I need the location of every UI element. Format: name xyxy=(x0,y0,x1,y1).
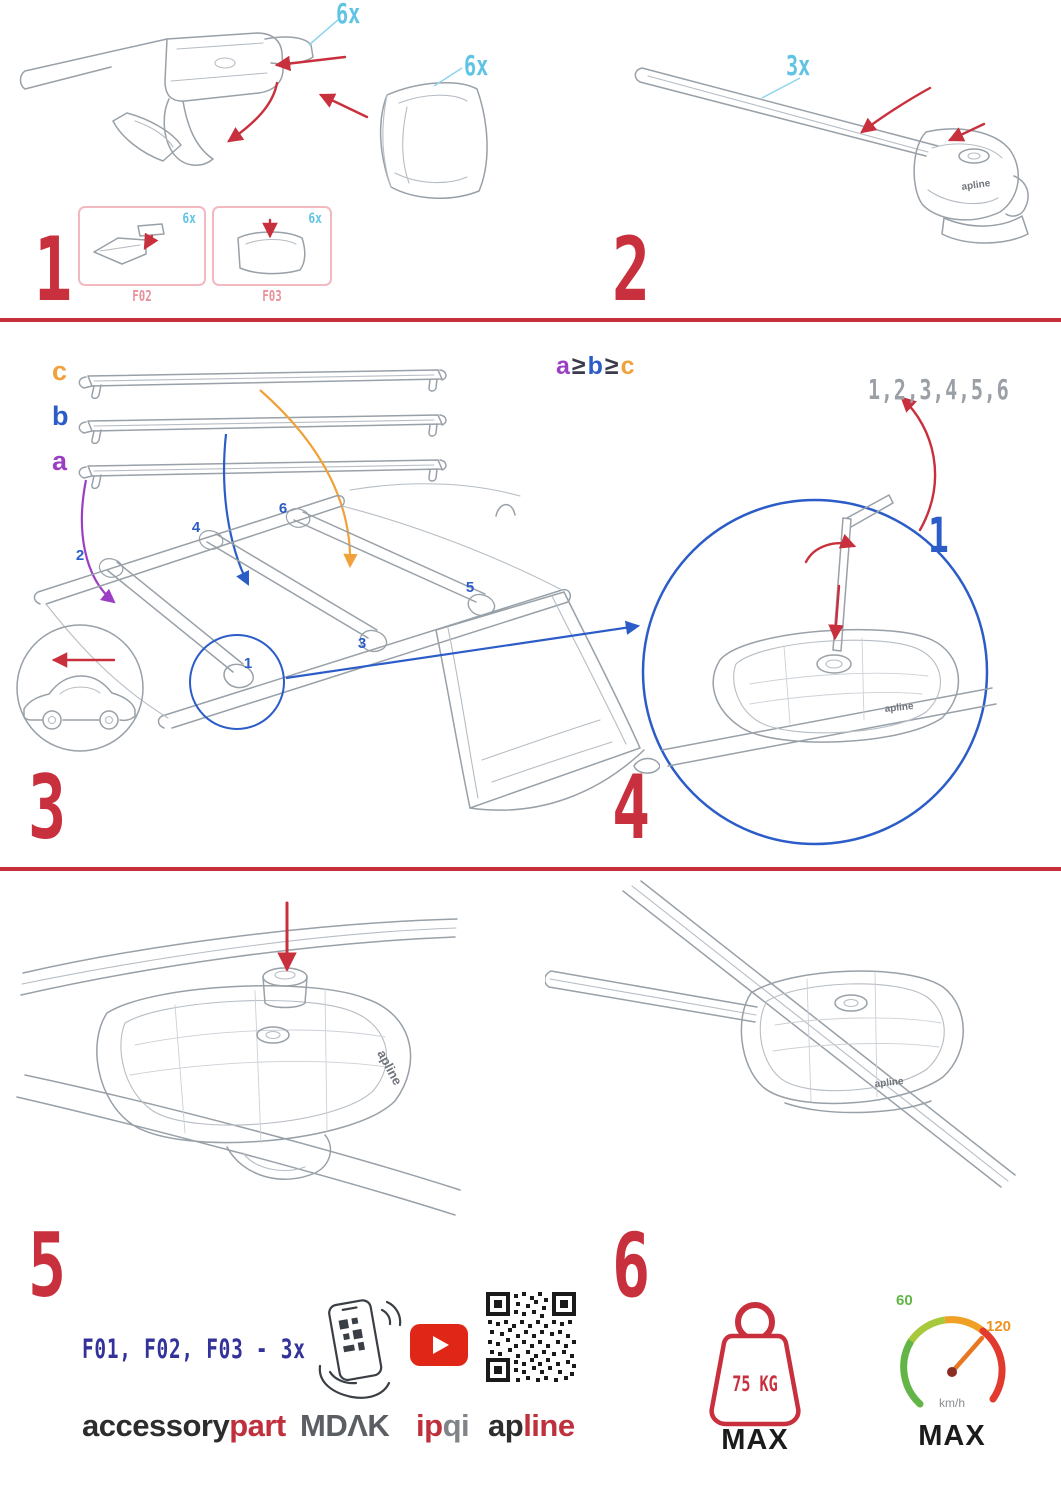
section-divider-1 xyxy=(0,318,1061,322)
apline-logo-step5: apline xyxy=(374,1047,405,1087)
tightening-sequence: 1,2,3,4,5,6 xyxy=(868,373,1010,406)
inset-box-f02: 6x xyxy=(78,206,206,286)
brand-mdak: MDΛK xyxy=(300,1408,390,1443)
gauge-needle xyxy=(949,1335,985,1375)
step5-knob-illustration: apline xyxy=(16,901,461,1216)
brand-apline-b: line xyxy=(523,1408,575,1443)
gauge-high-value: 120 xyxy=(986,1318,1012,1335)
step6-number: 6 xyxy=(612,1214,650,1317)
roof-position-5: 5 xyxy=(466,579,474,596)
f02-part-drawing xyxy=(93,223,165,265)
brand-apline: apline xyxy=(488,1408,575,1444)
brand-accessorypart-a: accessory xyxy=(82,1408,230,1443)
car-inset-circle xyxy=(16,624,144,752)
roof-position-2: 2 xyxy=(76,547,84,564)
max-speed-gauge-icon xyxy=(900,1316,1006,1408)
bar-label-b: b xyxy=(52,401,69,431)
step2-number: 2 xyxy=(612,218,650,321)
roof-position-1: 1 xyxy=(244,655,252,672)
inset-label-f02: F02 xyxy=(132,287,152,305)
brand-ipqi-b: qi xyxy=(442,1408,470,1443)
roof-position-3: 3 xyxy=(358,635,366,652)
step1-endcap-illustration xyxy=(19,18,488,199)
step4-tightening-illustration: apline xyxy=(641,396,997,846)
apline-logo-step6: apline xyxy=(874,1076,904,1090)
max-weight-label: MAX xyxy=(721,1424,789,1456)
f03-part-drawing xyxy=(237,218,306,275)
formula-gte-2: ≥ xyxy=(604,352,621,380)
brand-accessorypart: accessorypart xyxy=(82,1408,286,1444)
step6-mounted-illustration: apline xyxy=(545,880,1016,1188)
brand-ipqi: ipqi xyxy=(416,1408,470,1444)
roof-position-4: 4 xyxy=(192,519,201,536)
inset-box-f03: 6x xyxy=(212,206,332,286)
step4-highlight-number: 1 xyxy=(928,508,949,564)
max-weight-icon xyxy=(709,1302,801,1427)
step1-number: 1 xyxy=(34,218,72,321)
step4-zoom-circle xyxy=(641,498,989,846)
youtube-icon xyxy=(410,1324,468,1366)
formula-c: c xyxy=(620,352,637,380)
gauge-low-value: 60 xyxy=(896,1292,913,1309)
position1-highlight-circle xyxy=(189,634,285,730)
step1-qty-cover-label: 6x xyxy=(464,49,489,82)
roof-position-6: 6 xyxy=(279,500,287,517)
bar-label-a: a xyxy=(52,446,68,476)
step3-roof-illustration: 1 2 3 4 5 6 xyxy=(16,369,660,811)
step2-crossbar-illustration: apline xyxy=(634,67,1029,244)
max-weight-value: 75 KG xyxy=(732,1372,778,1396)
f03-qty-label: 6x xyxy=(308,211,322,227)
f02-qty-label: 6x xyxy=(182,211,196,227)
formula-b: b xyxy=(587,352,605,380)
section-divider-2 xyxy=(0,867,1061,871)
formula-a: a xyxy=(556,352,572,380)
brand-apline-a: ap xyxy=(488,1408,524,1443)
apline-logo-step2: apline xyxy=(961,178,992,193)
step2-qty-label: 3x xyxy=(786,49,811,82)
gauge-unit-label: km/h xyxy=(938,1396,965,1410)
step1-qty-cap-label: 6x xyxy=(336,0,361,30)
max-speed-label: MAX xyxy=(918,1420,986,1452)
brand-accessorypart-b: part xyxy=(229,1408,286,1443)
step3-number: 3 xyxy=(28,756,66,859)
step5-number: 5 xyxy=(28,1214,66,1317)
step4-number: 4 xyxy=(612,756,650,859)
formula-gte-1: ≥ xyxy=(571,352,588,380)
brand-ipqi-a: ip xyxy=(416,1408,443,1443)
inset-label-f03: F03 xyxy=(262,287,282,305)
parts-quantity-line: F01, F02, F03 - 3x xyxy=(82,1334,306,1365)
scan-qr-phone-icon xyxy=(318,1299,402,1399)
qr-code xyxy=(486,1292,576,1382)
bar-label-c: c xyxy=(52,356,68,386)
size-formula: a≥b≥c xyxy=(556,352,637,381)
apline-logo-step4: apline xyxy=(884,701,914,715)
